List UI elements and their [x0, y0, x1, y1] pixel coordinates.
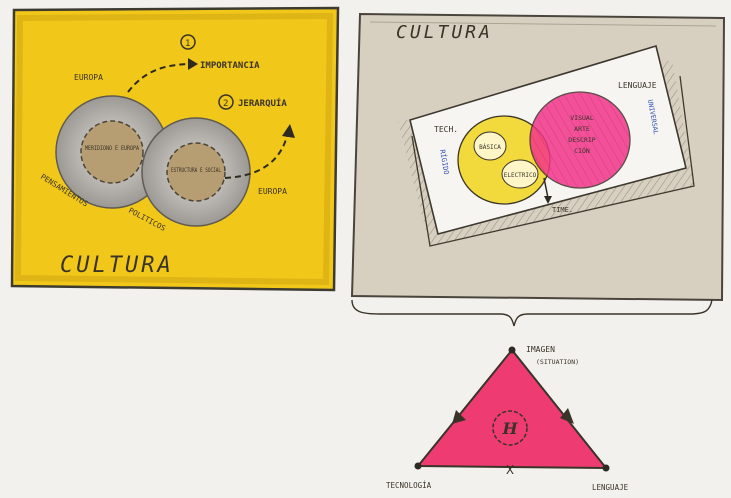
triangle-shape [418, 350, 606, 468]
vertex-top [509, 347, 516, 354]
pink-line-2: ARTE [574, 125, 590, 133]
label-number-1: 1 [185, 39, 190, 49]
pink-line-4: CIÓN [574, 146, 590, 155]
label-lenguaje-triangle: LENGUAJE [592, 483, 629, 492]
label-time: TIME. [552, 206, 573, 214]
label-importance: IMPORTANCIA [200, 61, 260, 71]
label-tech: TECH. [434, 125, 458, 134]
circle-left-label: MERIDIONO E EUROPA [85, 144, 139, 152]
panel-right-title: CULTURA [396, 22, 493, 43]
label-situation: (SITUATION) [536, 358, 579, 366]
triangle-diagram: H X IMAGEN (SITUATION) TECNOLOGÍA LENGUA… [386, 345, 629, 492]
brace [352, 300, 712, 326]
label-number-2: 2 [223, 99, 228, 109]
label-tecnologia: TECNOLOGÍA [386, 481, 432, 490]
pink-line-3: DESCRIP [568, 136, 595, 144]
panel-left: 1 2 EUROPA IMPORTANCIA JERARQUÍA MERIDIO… [12, 8, 338, 290]
panel-right: CULTURA TECH. LENGUAJE UNIVERSAL RÍGIDO … [352, 14, 724, 300]
triangle-bottom-mark: X [506, 463, 514, 477]
label-hierarchy: JERARQUÍA [238, 97, 287, 109]
circle-right-label: ESTRUCTURA E SOCIAL [171, 166, 221, 174]
label-europa-bottom: EUROPA [258, 187, 287, 196]
vertex-left [415, 463, 422, 470]
label-electrico: ELECTRICO [504, 172, 537, 179]
label-europa-top: EUROPA [74, 73, 103, 82]
label-imagen: IMAGEN [526, 345, 555, 354]
panel-left-title: CULTURA [60, 253, 174, 278]
label-lenguaje-right: LENGUAJE [618, 81, 657, 90]
label-basica: BÁSICA [479, 144, 501, 151]
vertex-right [603, 465, 610, 472]
triangle-center-letter: H [501, 419, 518, 438]
pink-line-1: VISUAL [570, 114, 594, 122]
